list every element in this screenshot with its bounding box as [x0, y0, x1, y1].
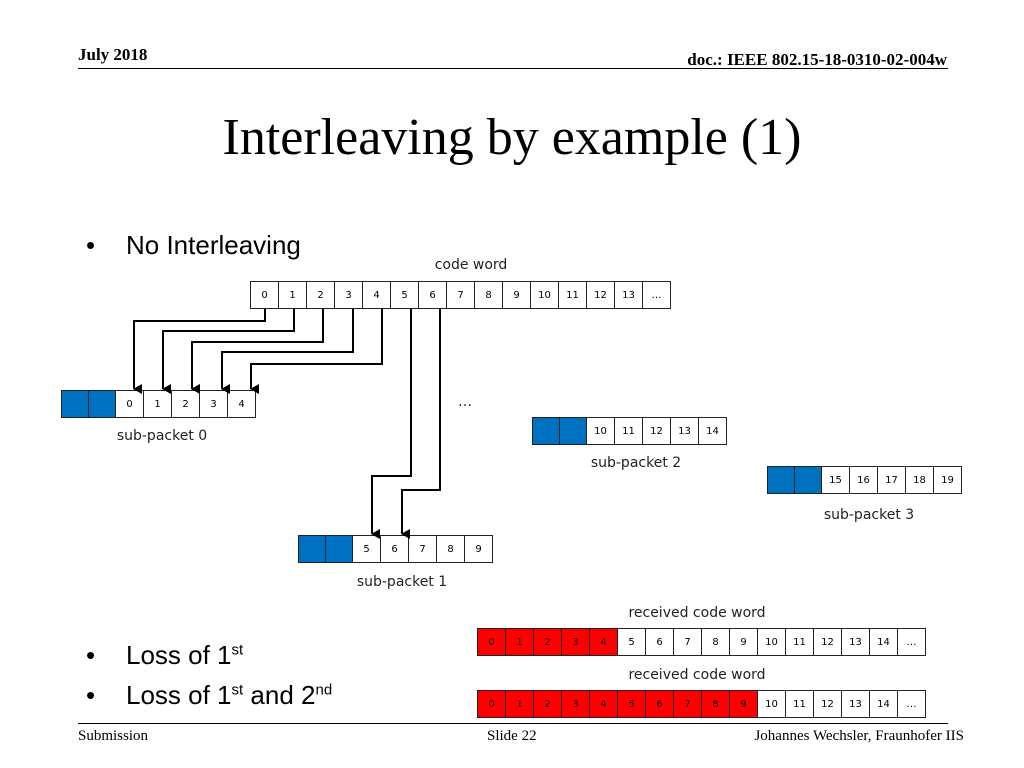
- bullet-superscript: st: [231, 681, 244, 699]
- received-cell: 12: [813, 628, 842, 656]
- received-cell: …: [897, 690, 926, 718]
- lost-cell: 5: [617, 690, 646, 718]
- received-cell: 8: [701, 628, 730, 656]
- header-rule: [78, 68, 948, 69]
- bullet-superscript: st: [231, 641, 244, 659]
- lost-cell: 2: [533, 628, 562, 656]
- lost-cell: 7: [673, 690, 702, 718]
- codeword-cell: 13: [614, 281, 643, 309]
- codeword-cell: 8: [474, 281, 503, 309]
- bullet-superscript: nd: [315, 681, 333, 699]
- subpacket-2-label: sub-packet 2: [590, 455, 682, 471]
- arrow-2: [191, 309, 324, 394]
- subpacket-cell: 6: [380, 535, 409, 563]
- slide-title: Interleaving by example (1): [222, 109, 802, 166]
- bullet-text: Loss of 1: [126, 640, 232, 670]
- lost-cell: 1: [505, 690, 534, 718]
- arrow-1: [162, 309, 295, 394]
- bullet-text: Loss of 1: [126, 680, 232, 710]
- received-cell: 13: [841, 690, 870, 718]
- arrow-0: [133, 309, 266, 394]
- footer-author: Johannes Wechsler, Fraunhofer IIS: [754, 728, 964, 744]
- lost-cell: 3: [561, 628, 590, 656]
- subpacket-cell: 17: [877, 466, 906, 494]
- received-1-label: received code word: [628, 605, 766, 621]
- received-cell: 5: [617, 628, 646, 656]
- footer-submission: Submission: [78, 728, 149, 744]
- arrow-6: [401, 309, 441, 539]
- lost-cell: 1: [505, 628, 534, 656]
- subpacket-cell: 10: [586, 417, 615, 445]
- codeword-cell: 10: [530, 281, 559, 309]
- bullet-loss-1st-2nd: • Loss of 1st and 2nd: [86, 680, 332, 711]
- codeword-label: code word: [434, 257, 508, 273]
- received-cell: 7: [673, 628, 702, 656]
- bullet-dot: •: [86, 680, 96, 710]
- header-date: July 2018: [78, 45, 148, 64]
- subpacket-cell: 19: [933, 466, 962, 494]
- bullet-dot: •: [86, 230, 96, 260]
- received-cell: 14: [869, 628, 898, 656]
- subpacket-cell: 7: [408, 535, 437, 563]
- header-block: [559, 417, 587, 445]
- received-cell: …: [897, 628, 926, 656]
- subpacket-3-label: sub-packet 3: [823, 507, 915, 523]
- footer-slide-number: Slide 22: [487, 728, 537, 744]
- arrow-3: [221, 309, 354, 394]
- codeword-cell: 5: [390, 281, 419, 309]
- received-cell: 11: [785, 628, 814, 656]
- codeword-cell: 7: [446, 281, 475, 309]
- subpacket-cell: 16: [849, 466, 878, 494]
- subpacket-0-label: sub-packet 0: [116, 428, 208, 444]
- received-cell: 6: [645, 628, 674, 656]
- subpacket-cell: 1: [143, 390, 172, 418]
- footer-rule: [78, 723, 948, 724]
- header-doc-id: doc.: IEEE 802.15-18-0310-02-004w: [687, 50, 947, 69]
- lost-cell: 0: [477, 628, 506, 656]
- bullet-text: No Interleaving: [126, 230, 301, 260]
- arrow-4: [250, 309, 383, 394]
- subpacket-cell: 14: [698, 417, 727, 445]
- received-cell: 9: [729, 628, 758, 656]
- bullet-dot: •: [86, 640, 96, 670]
- lost-cell: 4: [589, 628, 618, 656]
- codeword-cell: 2: [306, 281, 335, 309]
- bullet-loss-1st: • Loss of 1st: [86, 640, 243, 671]
- codeword-cell: 1: [278, 281, 307, 309]
- arrow-5: [371, 309, 412, 539]
- header-block: [88, 390, 116, 418]
- subpacket-1-label: sub-packet 1: [356, 574, 448, 590]
- subpacket-cell: 8: [436, 535, 465, 563]
- header-block: [794, 466, 822, 494]
- lost-cell: 8: [701, 690, 730, 718]
- subpacket-cell: 18: [905, 466, 934, 494]
- received-cell: 10: [757, 690, 786, 718]
- subpacket-cell: 4: [227, 390, 256, 418]
- codeword-cell: 9: [502, 281, 531, 309]
- bullet-no-interleaving: • No Interleaving: [86, 230, 301, 261]
- received-cell: 10: [757, 628, 786, 656]
- lost-cell: 2: [533, 690, 562, 718]
- received-cell: 14: [869, 690, 898, 718]
- codeword-cell: …: [642, 281, 671, 309]
- received-2-label: received code word: [628, 667, 766, 683]
- bullet-text: and 2: [243, 680, 316, 710]
- codeword-cell: 11: [558, 281, 587, 309]
- subpacket-cell: 9: [464, 535, 493, 563]
- subpacket-cell: 0: [115, 390, 144, 418]
- ellipsis-label: …: [458, 394, 472, 410]
- codeword-cell: 3: [334, 281, 363, 309]
